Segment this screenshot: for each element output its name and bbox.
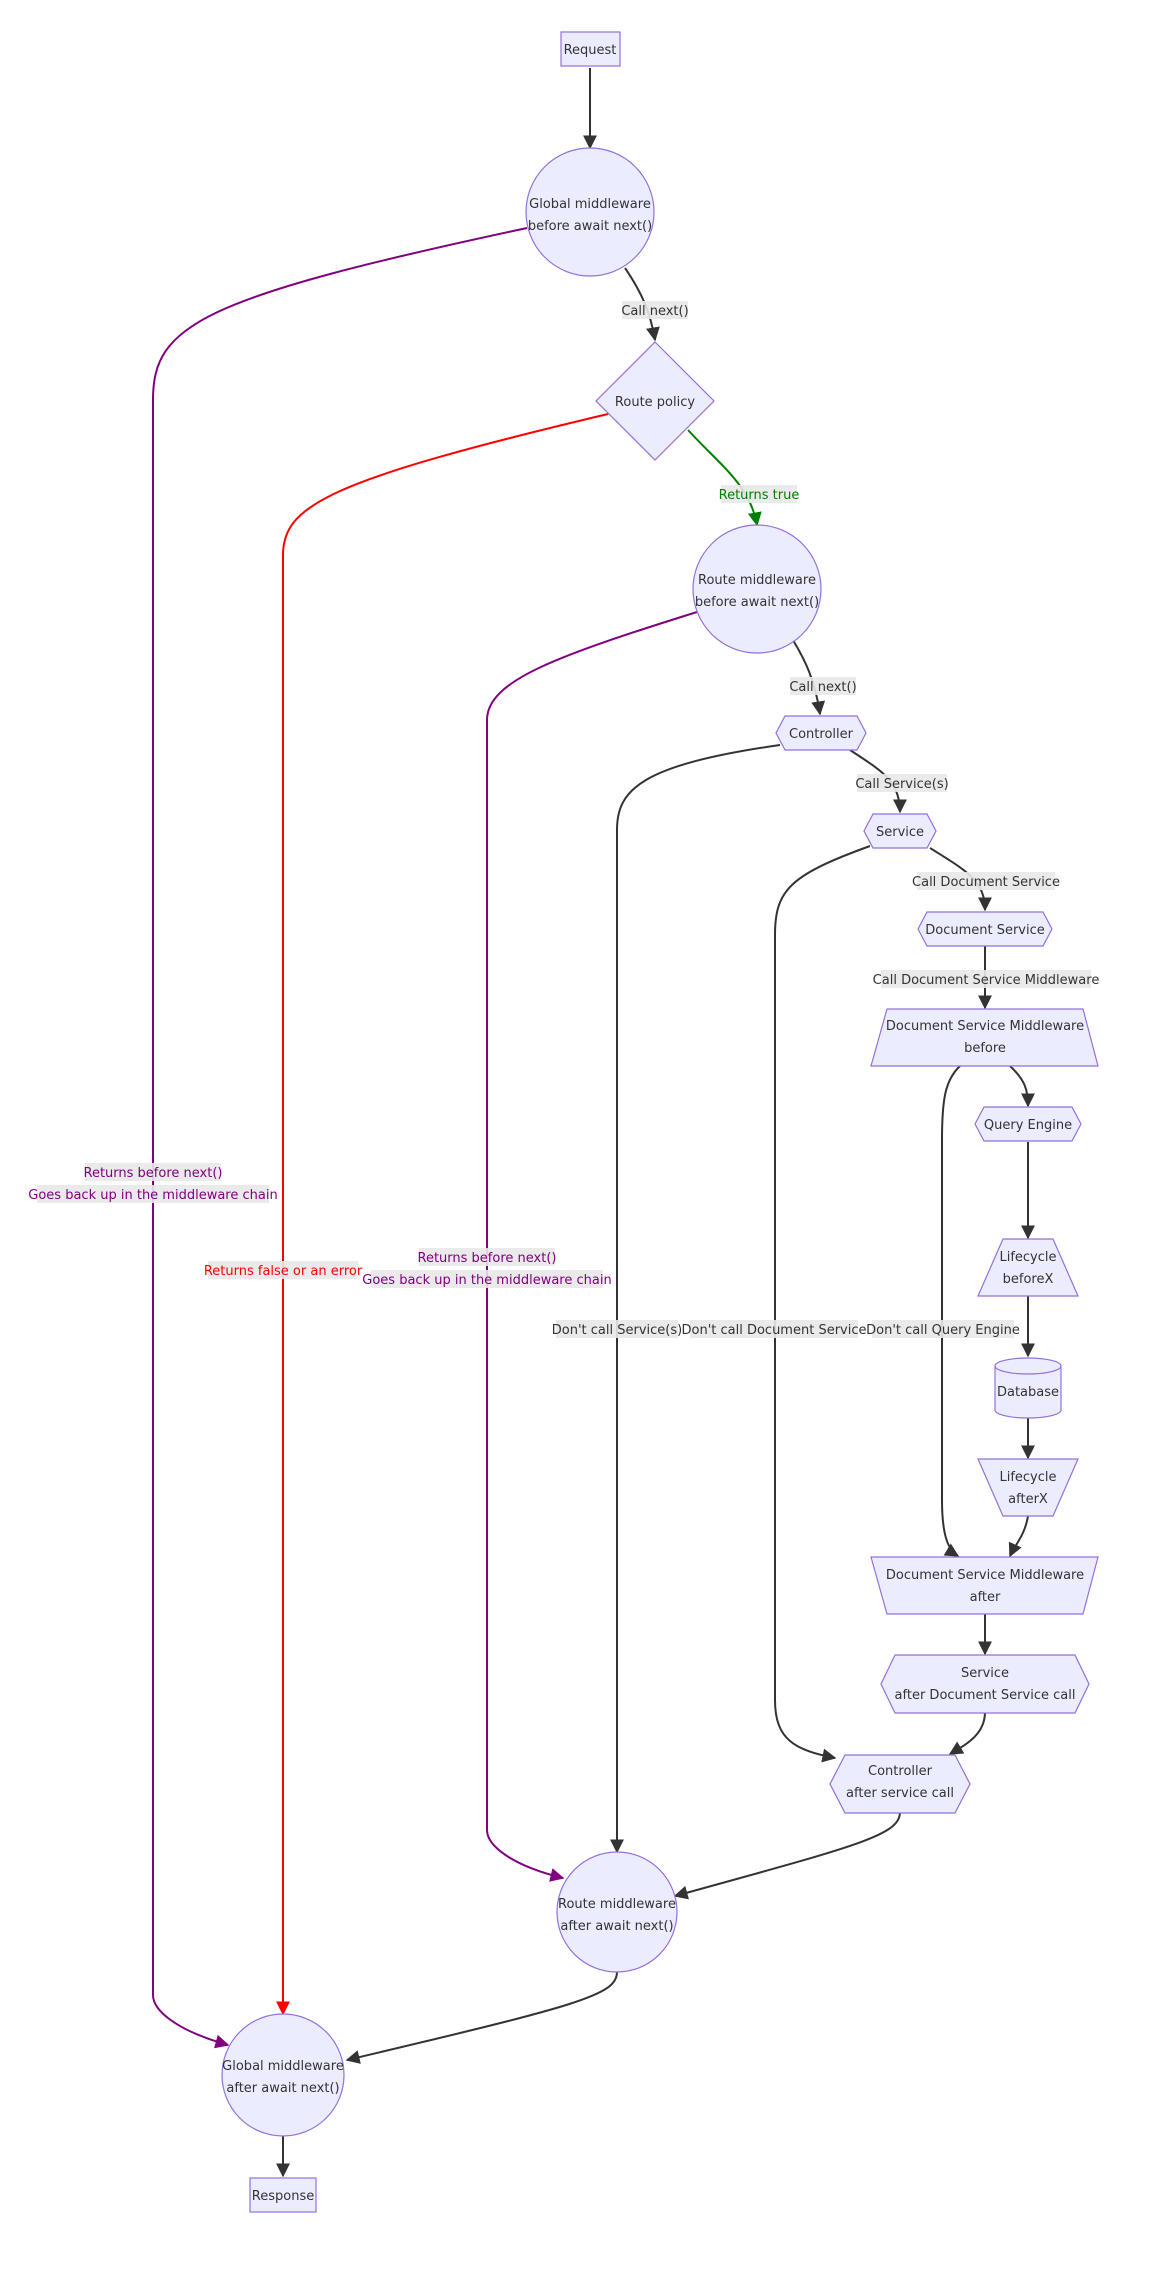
node-lifecycle-after: Lifecycle afterX — [977, 1458, 1079, 1517]
svg-text:Request: Request — [564, 43, 617, 58]
svg-text:Service: Service — [876, 825, 924, 840]
node-global-middleware-before: Global middleware before await next() — [525, 147, 655, 277]
svg-text:Service: Service — [961, 1666, 1009, 1681]
svg-text:Call next(): Call next() — [789, 680, 856, 695]
svg-text:Controller: Controller — [789, 727, 854, 742]
svg-text:after service call: after service call — [846, 1786, 954, 1801]
node-document-service-middleware-after: Document Service Middleware after — [870, 1556, 1099, 1615]
edge-global-return-early — [152, 227, 528, 2049]
edge-dsmw-before-to-query-engine — [1009, 1065, 1035, 1108]
edge-label-dont-call-query-engine: Don't call Query Engine — [866, 1320, 1020, 1338]
svg-text:Call Service(s): Call Service(s) — [855, 777, 948, 792]
edge-label-returns-true: Returns true — [719, 485, 800, 503]
node-request: Request — [560, 31, 621, 67]
svg-text:before await next(): before await next() — [695, 595, 819, 610]
svg-text:beforeX: beforeX — [1003, 1272, 1054, 1287]
edge-label-global-returns-early: Returns before next() Goes back up in th… — [28, 1163, 278, 1203]
edge-label-returns-false-or-error: Returns false or an error — [204, 1261, 363, 1279]
svg-text:Returns false or an error: Returns false or an error — [204, 1264, 363, 1279]
svg-text:after Document Service call: after Document Service call — [895, 1688, 1076, 1703]
node-document-service: Document Service — [917, 911, 1053, 947]
svg-text:afterX: afterX — [1008, 1492, 1048, 1507]
node-database: Database — [994, 1357, 1062, 1419]
edge-service-after-to-controller-after — [948, 1711, 986, 1755]
edge-label-dont-call-services: Don't call Service(s) — [552, 1320, 682, 1338]
svg-text:Global middleware: Global middleware — [529, 197, 651, 212]
svg-text:after await next(): after await next() — [560, 1919, 673, 1934]
node-service-after: Service after Document Service call — [880, 1654, 1090, 1714]
edge-label-call-services: Call Service(s) — [855, 774, 949, 792]
svg-text:Route policy: Route policy — [615, 395, 695, 410]
edge-label-route-returns-early: Returns before next() Goes back up in th… — [362, 1248, 612, 1288]
edge-route-after-to-global-after — [345, 1971, 618, 2064]
svg-text:Call next(): Call next() — [621, 304, 688, 319]
node-document-service-middleware-before: Document Service Middleware before — [870, 1008, 1099, 1067]
svg-text:before await next(): before await next() — [528, 219, 652, 234]
edge-controller-skip-service — [610, 744, 781, 1854]
svg-text:Don't call Query Engine: Don't call Query Engine — [866, 1323, 1020, 1338]
svg-text:Call Document Service Middlewa: Call Document Service Middleware — [873, 973, 1100, 988]
svg-text:after: after — [970, 1590, 1001, 1605]
svg-text:after await next(): after await next() — [226, 2081, 339, 2096]
node-controller: Controller — [775, 715, 867, 751]
node-controller-after: Controller after service call — [829, 1754, 971, 1814]
node-global-middleware-after: Global middleware after await next() — [221, 2013, 345, 2137]
edge-service-skip-document-service — [774, 845, 871, 1763]
edge-lifecycle-after-to-dsmw-after — [1008, 1515, 1029, 1558]
edge-label-dont-call-document-service: Don't call Document Service — [681, 1320, 867, 1338]
svg-text:Query Engine: Query Engine — [984, 1118, 1072, 1133]
svg-text:Lifecycle: Lifecycle — [999, 1250, 1056, 1265]
edge-label-call-dsmw: Call Document Service Middleware — [873, 970, 1100, 988]
svg-text:Don't call Document Service: Don't call Document Service — [681, 1323, 866, 1338]
node-query-engine: Query Engine — [974, 1106, 1082, 1142]
edge-route-policy-to-route-before — [687, 429, 762, 527]
svg-text:Document Service Middleware: Document Service Middleware — [886, 1568, 1084, 1583]
svg-text:Returns before next(): Returns before next() — [84, 1166, 223, 1181]
svg-text:Returns true: Returns true — [719, 488, 800, 503]
svg-text:Database: Database — [997, 1385, 1059, 1400]
svg-text:Don't call Service(s): Don't call Service(s) — [552, 1323, 682, 1338]
svg-text:Global middleware: Global middleware — [222, 2059, 344, 2074]
edge-route-return-early — [486, 611, 698, 1882]
edge-label-call-next-route: Call next() — [789, 677, 857, 695]
svg-text:Document Service Middleware: Document Service Middleware — [886, 1019, 1084, 1034]
edge-label-call-next-global: Call next() — [621, 301, 689, 319]
svg-text:Lifecycle: Lifecycle — [999, 1470, 1056, 1485]
svg-text:Goes back up in the middleware: Goes back up in the middleware chain — [28, 1188, 277, 1203]
edge-policy-reject — [276, 413, 609, 2016]
edge-dsmw-skip-query-engine — [941, 1065, 961, 1557]
node-response: Response — [249, 2177, 317, 2213]
svg-text:Response: Response — [252, 2189, 314, 2204]
svg-text:Goes back up in the middleware: Goes back up in the middleware chain — [362, 1273, 611, 1288]
svg-text:Route middleware: Route middleware — [698, 573, 816, 588]
node-route-middleware-before: Route middleware before await next() — [692, 524, 822, 654]
edge-label-call-document-service: Call Document Service — [912, 872, 1060, 890]
node-route-middleware-after: Route middleware after await next() — [556, 1851, 678, 1973]
svg-text:Call Document Service: Call Document Service — [912, 875, 1060, 890]
svg-text:Document Service: Document Service — [925, 923, 1045, 938]
edge-controller-after-to-route-after — [673, 1811, 901, 1900]
svg-text:Route middleware: Route middleware — [558, 1897, 676, 1912]
node-route-policy: Route policy — [595, 341, 715, 461]
node-lifecycle-before: Lifecycle beforeX — [977, 1238, 1079, 1297]
svg-text:Controller: Controller — [868, 1764, 933, 1779]
node-service: Service — [863, 813, 937, 849]
svg-text:before: before — [964, 1041, 1006, 1056]
svg-text:Returns before next(): Returns before next() — [418, 1251, 557, 1266]
edge-route-before-to-controller — [792, 639, 826, 716]
